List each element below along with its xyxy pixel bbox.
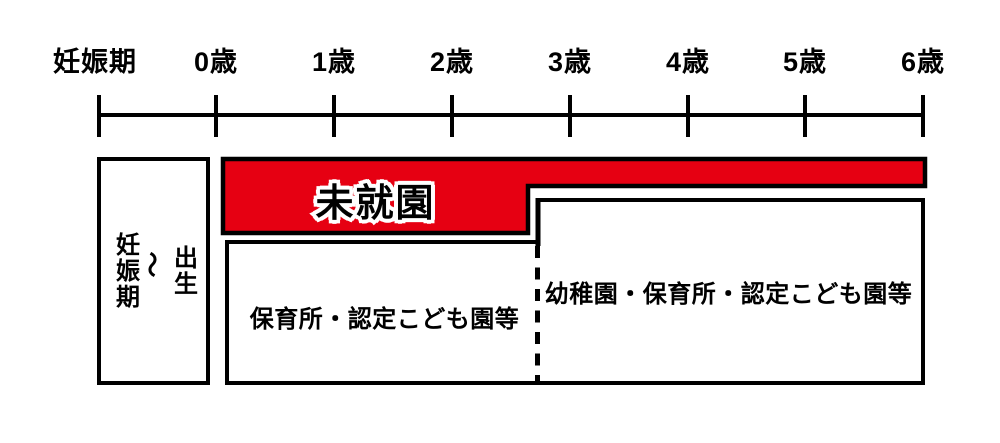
age-label-5: 5歳	[782, 47, 828, 77]
age-label-0: 0歳	[193, 47, 239, 77]
age-label-2: 2歳	[429, 47, 475, 77]
age-label-3: 3歳	[547, 47, 593, 77]
age-label-pregnancy: 妊娠期	[53, 47, 137, 77]
age-label-6: 6歳	[900, 47, 946, 77]
kindergarten-box: 幼稚園・保育所・認定こども園等	[536, 198, 925, 385]
tilde-glyph: ～	[136, 250, 167, 278]
daycare-box: 保育所・認定こども園等	[225, 240, 540, 385]
pregnancy-box-left-text: 妊娠期	[111, 232, 139, 310]
pregnancy-box: 妊娠期 ～ 出生	[97, 157, 210, 385]
unenrolled-bar-label: 未就園	[312, 180, 437, 229]
daycare-box-label: 保育所・認定こども園等	[249, 306, 520, 333]
age-label-4: 4歳	[665, 47, 711, 77]
kindergarten-box-label: 幼稚園・保育所・認定こども園等	[544, 281, 913, 308]
pregnancy-box-right-text: 出生	[169, 245, 197, 297]
age-label-1: 1歳	[311, 47, 357, 77]
